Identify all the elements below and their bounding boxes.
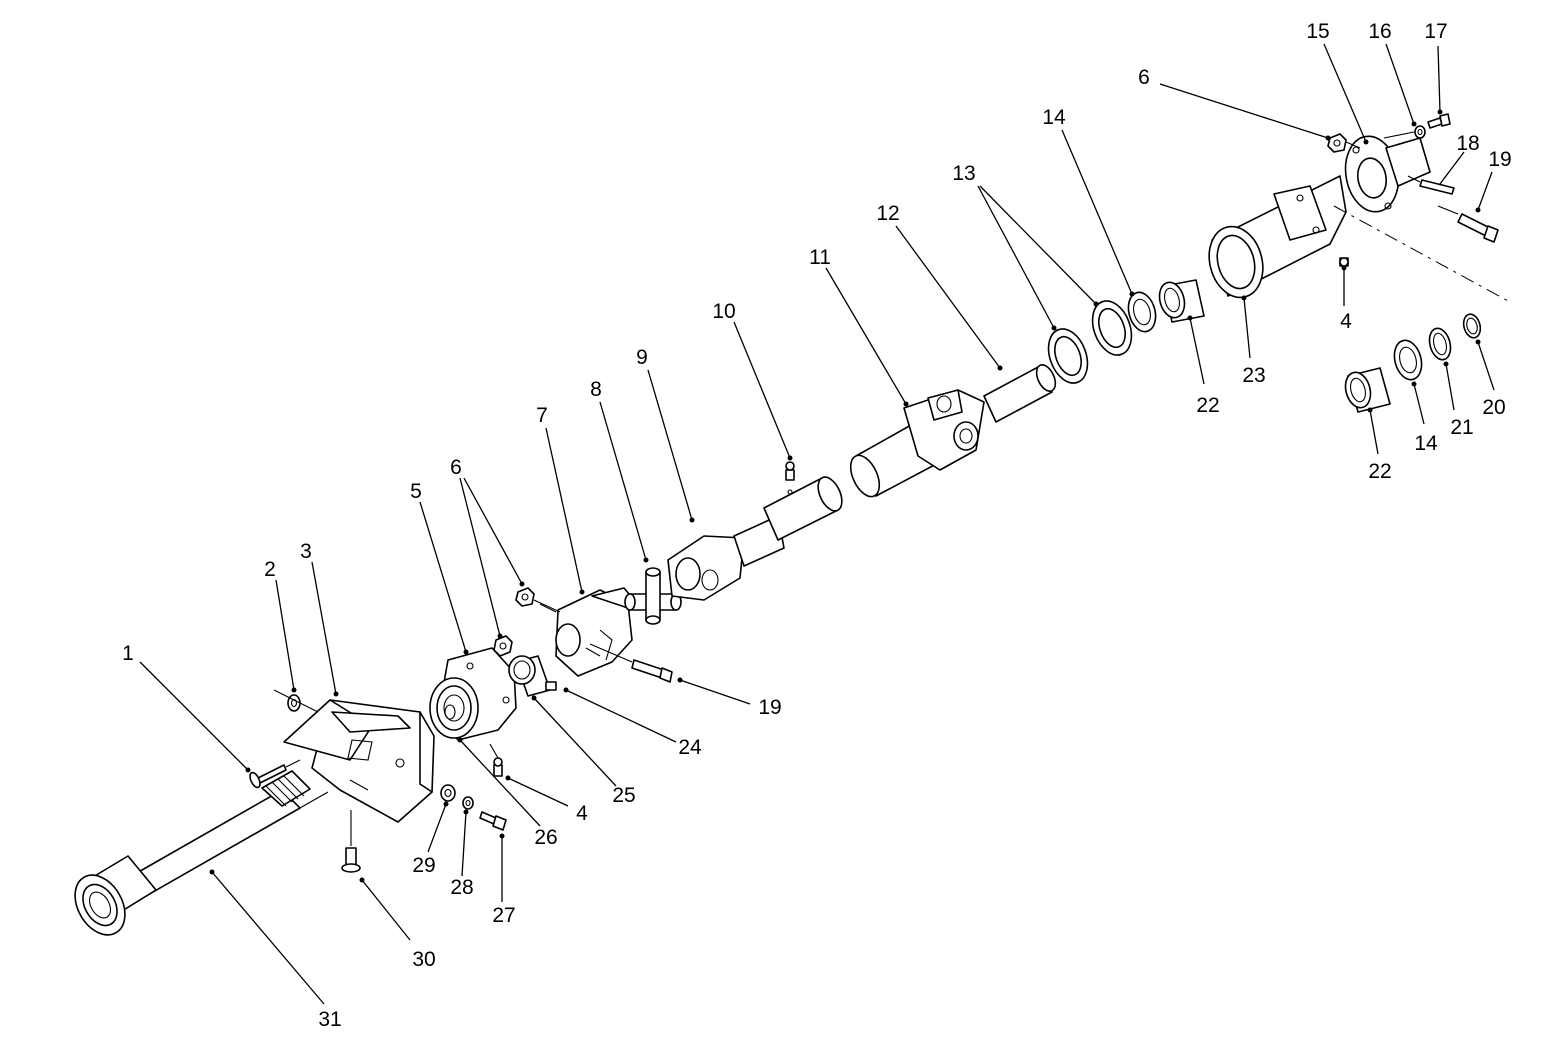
callout-labels: 1 2 3 4 4 5 6 6 7 8 9 10 11 12 13 14 14 … xyxy=(122,20,1512,1031)
callout-18: 18 xyxy=(1456,132,1479,155)
callout-22-upper: 22 xyxy=(1196,394,1219,417)
part-19-bolt-upper xyxy=(1457,213,1499,243)
callout-4-upper: 4 xyxy=(1340,310,1352,333)
part-23-column-tube xyxy=(1208,175,1347,299)
part-16-washer xyxy=(1414,125,1426,139)
part-31-splined-shaft xyxy=(74,770,311,936)
callout-29: 29 xyxy=(412,854,435,877)
callout-15: 15 xyxy=(1306,20,1329,43)
callout-1: 1 xyxy=(122,642,134,665)
alignment-lines xyxy=(273,131,1511,809)
part-8-cross-spider xyxy=(624,567,682,625)
part-21-snap-ring xyxy=(1428,327,1452,361)
callout-7: 7 xyxy=(536,404,548,427)
part-4-grease-fitting-lower xyxy=(489,743,503,777)
part-6-nut-middle xyxy=(515,587,561,613)
part-29-washer xyxy=(440,784,456,802)
callout-25: 25 xyxy=(612,784,635,807)
part-20-ring xyxy=(1462,313,1482,339)
callout-31: 31 xyxy=(318,1008,341,1031)
part-10-tube xyxy=(763,461,843,541)
part-27-bolt xyxy=(479,811,507,831)
callout-3: 3 xyxy=(300,540,312,563)
callout-14-upper: 14 xyxy=(1042,106,1066,129)
part-28-lock-washer xyxy=(462,796,474,810)
callout-10: 10 xyxy=(712,300,735,323)
callout-23: 23 xyxy=(1242,364,1265,387)
leader-lines xyxy=(139,43,1495,1005)
part-19-bolt-lower xyxy=(589,643,673,683)
callout-19-lower: 19 xyxy=(758,696,781,719)
part-30-carriage-bolt xyxy=(341,810,361,873)
callout-2: 2 xyxy=(264,558,276,581)
callout-4-lower: 4 xyxy=(576,802,588,825)
callout-28: 28 xyxy=(450,876,473,899)
part-26-bearing xyxy=(444,704,456,720)
part-22-bushing-upper xyxy=(1158,279,1205,323)
callout-26: 26 xyxy=(534,826,557,849)
part-7-clamp-yoke xyxy=(555,587,635,677)
callout-27: 27 xyxy=(492,904,515,927)
part-6-nut-upper xyxy=(1327,133,1347,153)
part-13-seal-b xyxy=(1091,300,1133,356)
callout-6-left: 6 xyxy=(450,456,462,479)
part-14-ring-upper xyxy=(1127,291,1157,333)
part-18-pin xyxy=(1419,179,1455,195)
callout-19-upper: 19 xyxy=(1488,148,1511,171)
callout-21: 21 xyxy=(1450,416,1473,439)
part-25-collar xyxy=(508,655,551,697)
callout-30: 30 xyxy=(412,948,435,971)
part-17-bolt xyxy=(1427,113,1451,129)
callout-6-upper: 6 xyxy=(1138,66,1150,89)
part-14-ring-lower xyxy=(1393,339,1423,381)
part-24-set-screw xyxy=(545,681,557,691)
callout-5: 5 xyxy=(410,480,422,503)
part-13-seal-a xyxy=(1047,328,1089,384)
callout-22-lower: 22 xyxy=(1368,460,1391,483)
part-11-telescope-tube xyxy=(849,389,985,498)
callout-24: 24 xyxy=(678,736,702,759)
callout-20: 20 xyxy=(1482,396,1505,419)
callout-16: 16 xyxy=(1368,20,1391,43)
part-5-flange-housing xyxy=(429,647,517,741)
part-22-bushing-lower xyxy=(1344,367,1391,413)
callout-8: 8 xyxy=(590,378,602,401)
part-1-bolt xyxy=(249,759,301,789)
part-6-nut-left xyxy=(493,635,513,657)
part-3-bracket xyxy=(283,699,435,823)
part-12-shaft xyxy=(983,364,1057,423)
callout-14-lower: 14 xyxy=(1414,432,1438,455)
callout-13: 13 xyxy=(952,162,975,185)
part-9-yoke xyxy=(667,515,785,601)
callout-11: 11 xyxy=(809,246,831,269)
part-4-grease-fitting-upper xyxy=(1339,257,1349,267)
callout-9: 9 xyxy=(636,346,648,369)
callout-17: 17 xyxy=(1424,20,1447,43)
part-15-flange-hub xyxy=(1344,135,1431,213)
callout-12: 12 xyxy=(876,202,899,225)
